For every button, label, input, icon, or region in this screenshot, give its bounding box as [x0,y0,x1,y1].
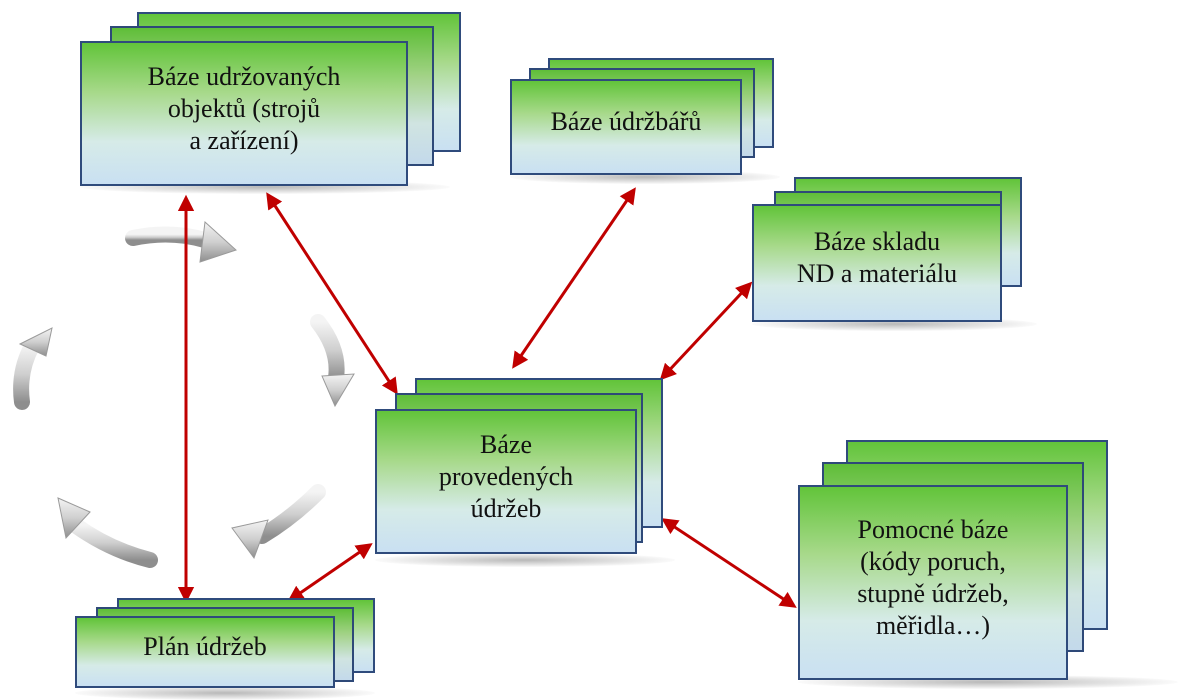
connector-provedene-plan [287,543,373,602]
node-objekty-label: Báze udržovaných objektů (strojů a zaříz… [147,61,341,155]
node-provedene-label: Báze provedených údržeb [438,429,574,523]
node-sklad[interactable]: Báze skladu ND a materiálu [752,177,1047,337]
cycle-arrow-bottom-left [57,497,158,568]
connector-provedene-pomocne [661,518,797,608]
node-objekty[interactable]: Báze udržovaných objektů (strojů a zaříz… [80,12,465,197]
cycle-arrow-top [125,220,237,263]
node-pomocne-label: Pomocné báze (kódy poruch, stupně údržeb… [857,514,1009,640]
node-udrzbari[interactable]: Báze údržbářů [510,58,790,188]
cycle-arrow-bottom-right [231,484,326,560]
node-provedene[interactable]: Báze provedených údržeb [375,378,685,573]
node-plan-label: Plán údržeb [143,632,267,661]
node-sklad-label: Báze skladu ND a materiálu [796,227,958,288]
node-pomocne[interactable]: Pomocné báze (kódy poruch, stupně údržeb… [798,440,1194,699]
cycle-arrow-right [310,314,355,408]
node-udrzbari-label: Báze údržbářů [550,107,702,136]
cycle-arrow-left [13,327,53,410]
node-plan[interactable]: Plán údržeb [75,598,385,700]
connector-objekty-provedene [266,192,398,395]
connector-udrzbari-provedene [512,187,636,369]
connector-sklad-provedene [659,281,753,381]
